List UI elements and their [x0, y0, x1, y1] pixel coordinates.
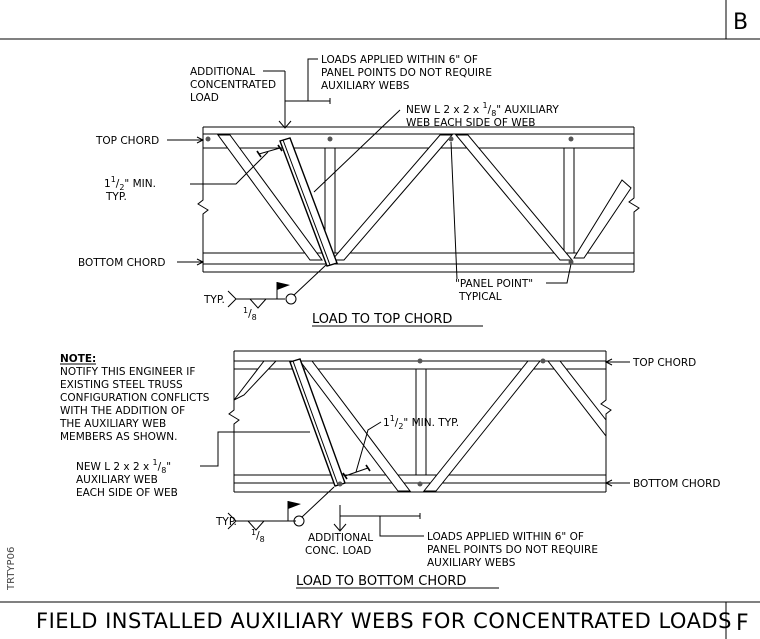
top-weld-typ-label: TYP. [203, 294, 225, 306]
bottom-truss-diagonals [233, 360, 607, 492]
bottom-loads-note: AUXILIARY WEBS [427, 557, 516, 569]
bottom-weld-size: 1/8 [251, 528, 265, 544]
bottom-note-line: THE AUXILIARY WEB [59, 418, 166, 430]
bottom-min-dimension-label: 11/2" MIN. TYP. [383, 414, 459, 431]
top-new-web-note: NEW L 2 x 2 x 1/8" AUXILIARY [406, 101, 559, 118]
top-min-dimension [190, 144, 283, 185]
top-panel-point-label: "PANEL POINT" [455, 278, 533, 290]
top-detail-title: LOAD TO TOP CHORD [312, 312, 452, 327]
top-panel-point-label: TYPICAL [458, 291, 502, 303]
bottom-panel-point-dots [337, 358, 546, 487]
footer-title: FIELD INSTALLED AUXILIARY WEBS FOR CONCE… [36, 609, 732, 633]
top-weld-symbol [227, 264, 327, 309]
top-loads-note: LOADS APPLIED WITHIN 6" OF [321, 54, 478, 66]
top-additional-load-label: ADDITIONAL [190, 66, 255, 78]
top-loads-note: AUXILIARY WEBS [321, 80, 410, 92]
bottom-note-heading: NOTE: [60, 353, 96, 365]
bottom-additional-load-label: CONC. LOAD [305, 545, 371, 557]
bottom-new-web-leader [200, 431, 310, 467]
sheet-side-code: TRTYP06 [6, 547, 17, 591]
top-additional-load-label: CONCENTRATED [190, 79, 276, 91]
top-min-dimension-label: TYP. [105, 191, 127, 203]
bottom-bottom-chord-label: BOTTOM CHORD [633, 478, 720, 490]
detail-load-to-top-chord [167, 58, 640, 309]
top-panel-point-leader [546, 263, 572, 284]
sheet-corner-bottom: F [736, 611, 749, 636]
top-truss-top-chord [203, 126, 634, 149]
bottom-note-line: NOTIFY THIS ENGINEER IF [60, 366, 195, 378]
top-loads-note-leader [284, 58, 331, 104]
bottom-note-line: EXISTING STEEL TRUSS [60, 379, 183, 391]
bottom-truss-verticals [415, 369, 427, 475]
bottom-loads-note-leader [339, 513, 424, 537]
bottom-top-chord-label: TOP CHORD [632, 357, 696, 369]
detail-load-to-bottom-chord [200, 350, 630, 537]
top-weld-size: 1/8 [243, 306, 257, 322]
bottom-weld-typ-label: TYP. [215, 516, 237, 528]
bottom-loads-note: PANEL POINTS DO NOT REQUIRE [427, 544, 598, 556]
bottom-loads-note: LOADS APPLIED WITHIN 6" OF [427, 531, 584, 543]
top-new-web-leader [313, 109, 401, 193]
bottom-min-dimension [342, 421, 382, 480]
top-top-chord-label: TOP CHORD [95, 135, 159, 147]
top-min-dimension-label: 11/2" MIN. [104, 175, 156, 192]
sheet-corner-top: B [733, 10, 748, 35]
top-panel-point-dots [205, 136, 574, 265]
top-truss-diagonals [217, 134, 632, 261]
bottom-additional-load-label: ADDITIONAL [308, 532, 373, 544]
bottom-new-web-note: NEW L 2 x 2 x 1/8" [76, 458, 171, 475]
top-truss-right-break [628, 127, 640, 272]
bottom-new-web-note: EACH SIDE OF WEB [76, 487, 178, 499]
top-bottom-chord-label: BOTTOM CHORD [78, 257, 165, 269]
top-loads-note: PANEL POINTS DO NOT REQUIRE [321, 67, 492, 79]
bottom-note-line: CONFIGURATION CONFLICTS [60, 392, 210, 404]
bottom-new-web-note: AUXILIARY WEB [76, 474, 158, 486]
top-new-web-note: WEB EACH SIDE OF WEB [406, 117, 535, 129]
top-truss-left-break [197, 127, 209, 272]
bottom-note-line: MEMBERS AS SHOWN. [60, 431, 177, 443]
bottom-detail-title: LOAD TO BOTTOM CHORD [296, 574, 466, 589]
bottom-truss-left-break [228, 351, 240, 492]
top-additional-load-label: LOAD [190, 92, 219, 104]
top-truss-verticals [324, 148, 575, 253]
bottom-note-line: WITH THE ADDITION OF [60, 405, 185, 417]
bottom-weld-symbol [227, 486, 335, 531]
